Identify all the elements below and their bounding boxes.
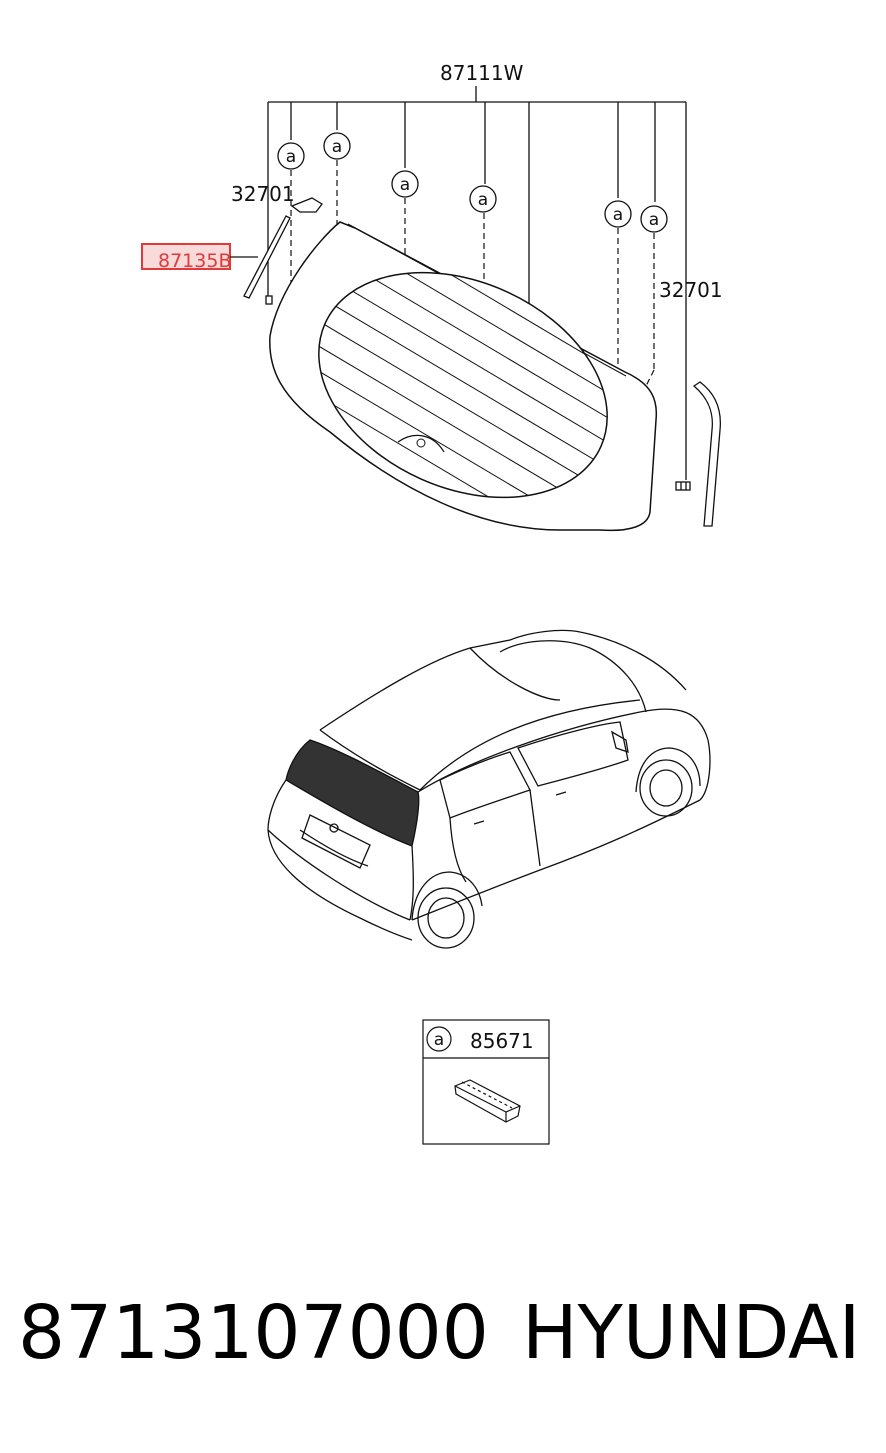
callout-a-5: a (604, 200, 632, 228)
footer-part-number: 8713107000 (18, 1290, 489, 1376)
rear-glass-panel (269, 221, 658, 541)
label-molding-right: 32701 (659, 278, 723, 302)
legend-letter: a (434, 1030, 444, 1050)
molding-right (675, 381, 722, 527)
callout-a-4: a (469, 185, 497, 213)
label-highlighted-part: 87135B (158, 250, 231, 272)
legend-part-no: 85671 (470, 1029, 534, 1053)
car-illustration (267, 629, 711, 949)
callout-a-1: a (277, 142, 305, 170)
footer: 8713107000 HYUNDAI (0, 1290, 886, 1400)
glass-leader-bracket (267, 86, 687, 480)
footer-brand: HYUNDAI (522, 1290, 861, 1376)
highlighted-part-callout[interactable]: 87135B (141, 243, 258, 272)
svg-text:a: a (332, 137, 342, 157)
svg-text:a: a (286, 147, 296, 167)
legend-part-sketch (454, 1079, 521, 1123)
svg-text:a: a (649, 210, 659, 230)
svg-text:a: a (400, 175, 410, 195)
molding-left (243, 197, 323, 305)
callout-a-3: a (391, 170, 419, 198)
label-glass-assy: 87111W (440, 61, 524, 85)
svg-text:a: a (478, 190, 488, 210)
highlight-box (141, 243, 231, 270)
callout-a-2: a (323, 132, 351, 160)
label-molding-left: 32701 (231, 182, 295, 206)
svg-text:a: a (613, 205, 623, 225)
legend-box: a 85671 (422, 1019, 550, 1145)
legend-callout-circle (426, 1026, 452, 1052)
callout-a-6: a (640, 205, 668, 233)
